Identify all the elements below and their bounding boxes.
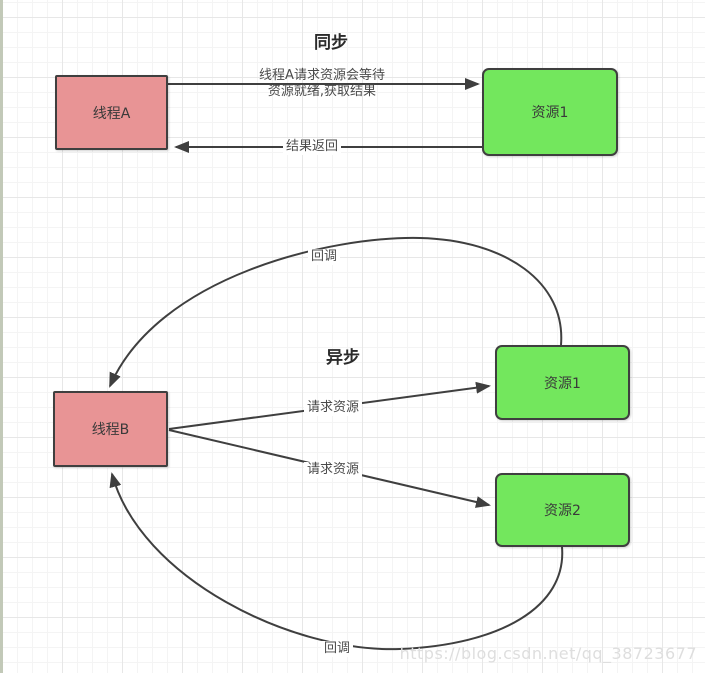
node-resource1-async-label: 资源1 (544, 375, 581, 392)
node-thread-b: 线程B (53, 391, 168, 467)
node-thread-a-label: 线程A (92, 105, 131, 122)
node-resource1-async: 资源1 (495, 345, 630, 420)
section-title-sync: 同步 (314, 33, 348, 53)
watermark: https://blog.csdn.net/qq_38723677 (399, 644, 697, 663)
sync-request-label-line2: 资源就绪,获取结果 (267, 84, 377, 99)
async-request2-label: 请求资源 (303, 462, 363, 478)
sync-request-label: 线程A请求资源会等待 资源就绪,获取结果 (259, 68, 385, 100)
node-resource1-sync-label: 资源1 (531, 105, 569, 121)
callback-bottom-label: 回调 (320, 641, 354, 657)
node-thread-a: 线程A (55, 75, 168, 150)
node-resource2: 资源2 (495, 473, 630, 547)
canvas-left-edge (0, 0, 3, 673)
node-resource1-sync: 资源1 (482, 68, 618, 156)
async-request1-label: 请求资源 (303, 400, 363, 416)
node-thread-b-label: 线程B (91, 422, 130, 438)
sync-return-label: 结果返回 (282, 139, 342, 155)
callback-top-curve (109, 236, 563, 388)
section-title-async: 异步 (326, 348, 360, 368)
node-resource2-label: 资源2 (544, 503, 581, 519)
callback-bottom-curve (109, 472, 564, 651)
sync-request-label-line1: 线程A请求资源会等待 (259, 68, 385, 83)
callback-top-label: 回调 (307, 249, 341, 265)
